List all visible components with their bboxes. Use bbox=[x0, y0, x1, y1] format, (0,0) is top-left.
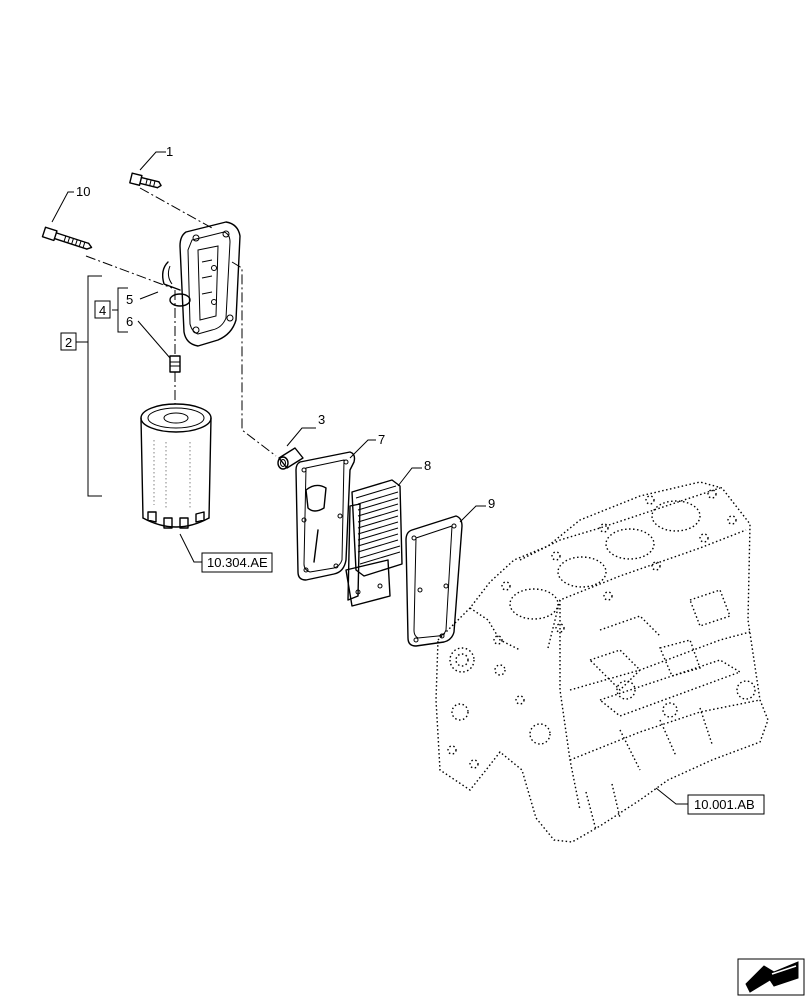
callout-5: 5 bbox=[126, 292, 133, 307]
reference-box-filter[interactable] bbox=[201, 552, 273, 573]
reference-box-engine-block[interactable] bbox=[687, 794, 765, 815]
callout-10: 10 bbox=[76, 184, 90, 199]
filter-head-housing bbox=[161, 221, 241, 347]
bolt-part-10 bbox=[41, 226, 93, 250]
oil-cooler-part-8 bbox=[345, 479, 403, 607]
callout-8: 8 bbox=[424, 458, 431, 473]
reference-block-label: 10.001.AB bbox=[694, 797, 755, 812]
sleeve-part-3 bbox=[277, 447, 304, 470]
callout-6: 6 bbox=[126, 314, 133, 329]
gasket-part-7 bbox=[295, 451, 356, 581]
alignment-lines bbox=[85, 187, 277, 457]
previous-page-arrow-icon[interactable] bbox=[737, 958, 805, 996]
gasket-part-9 bbox=[405, 515, 463, 647]
callout-4-box bbox=[94, 300, 111, 319]
callout-9: 9 bbox=[488, 496, 495, 511]
group-brackets bbox=[76, 275, 128, 497]
callout-2: 2 bbox=[65, 335, 72, 350]
reference-filter-label: 10.304.AE bbox=[207, 555, 268, 570]
callout-2-box bbox=[60, 332, 77, 351]
nipple-fitting-part-6 bbox=[169, 355, 181, 373]
oil-filter-cartridge bbox=[140, 403, 212, 529]
callout-7: 7 bbox=[378, 432, 385, 447]
callout-leaders bbox=[51, 151, 688, 805]
callout-1: 1 bbox=[166, 144, 173, 159]
engine-block bbox=[435, 481, 769, 843]
bolt-part-1 bbox=[129, 172, 162, 189]
callout-3: 3 bbox=[318, 412, 325, 427]
callout-4: 4 bbox=[99, 303, 106, 318]
